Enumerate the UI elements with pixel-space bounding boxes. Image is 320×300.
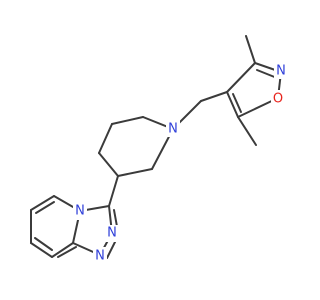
atom-label: N bbox=[276, 64, 286, 79]
bond bbox=[98, 123, 113, 154]
bond bbox=[237, 116, 257, 146]
bond bbox=[108, 175, 119, 207]
bond bbox=[226, 91, 239, 118]
bridgehead-nitrogen: N bbox=[73, 203, 87, 220]
bond bbox=[51, 242, 74, 258]
bond bbox=[245, 35, 256, 64]
atom-label: N bbox=[95, 249, 105, 264]
isoxazole-nitrogen: N bbox=[274, 62, 288, 79]
bond bbox=[35, 201, 55, 214]
bond bbox=[200, 91, 228, 102]
bond bbox=[98, 152, 119, 177]
atom-label: O bbox=[273, 92, 283, 107]
triazole-nitrogen-b: N bbox=[105, 225, 119, 242]
bond bbox=[57, 246, 77, 258]
piperidine-nitrogen: N bbox=[166, 120, 180, 137]
bond bbox=[117, 168, 153, 177]
atom-label: N bbox=[75, 204, 85, 219]
bond bbox=[30, 195, 55, 211]
bond bbox=[34, 237, 53, 251]
bond bbox=[256, 69, 278, 79]
atom-label: N bbox=[107, 226, 117, 241]
atom-label: N bbox=[168, 122, 178, 137]
bond bbox=[226, 62, 256, 93]
isoxazole-oxygen: O bbox=[271, 90, 286, 107]
bond bbox=[30, 242, 53, 258]
molecule-structure: N O N N N N bbox=[30, 35, 288, 264]
bond bbox=[106, 239, 117, 259]
bond bbox=[111, 116, 144, 125]
triazole-nitrogen-a: N bbox=[93, 247, 107, 264]
bonds bbox=[30, 35, 282, 259]
atom-labels: N O N N N N bbox=[73, 62, 288, 264]
bond bbox=[232, 93, 242, 113]
